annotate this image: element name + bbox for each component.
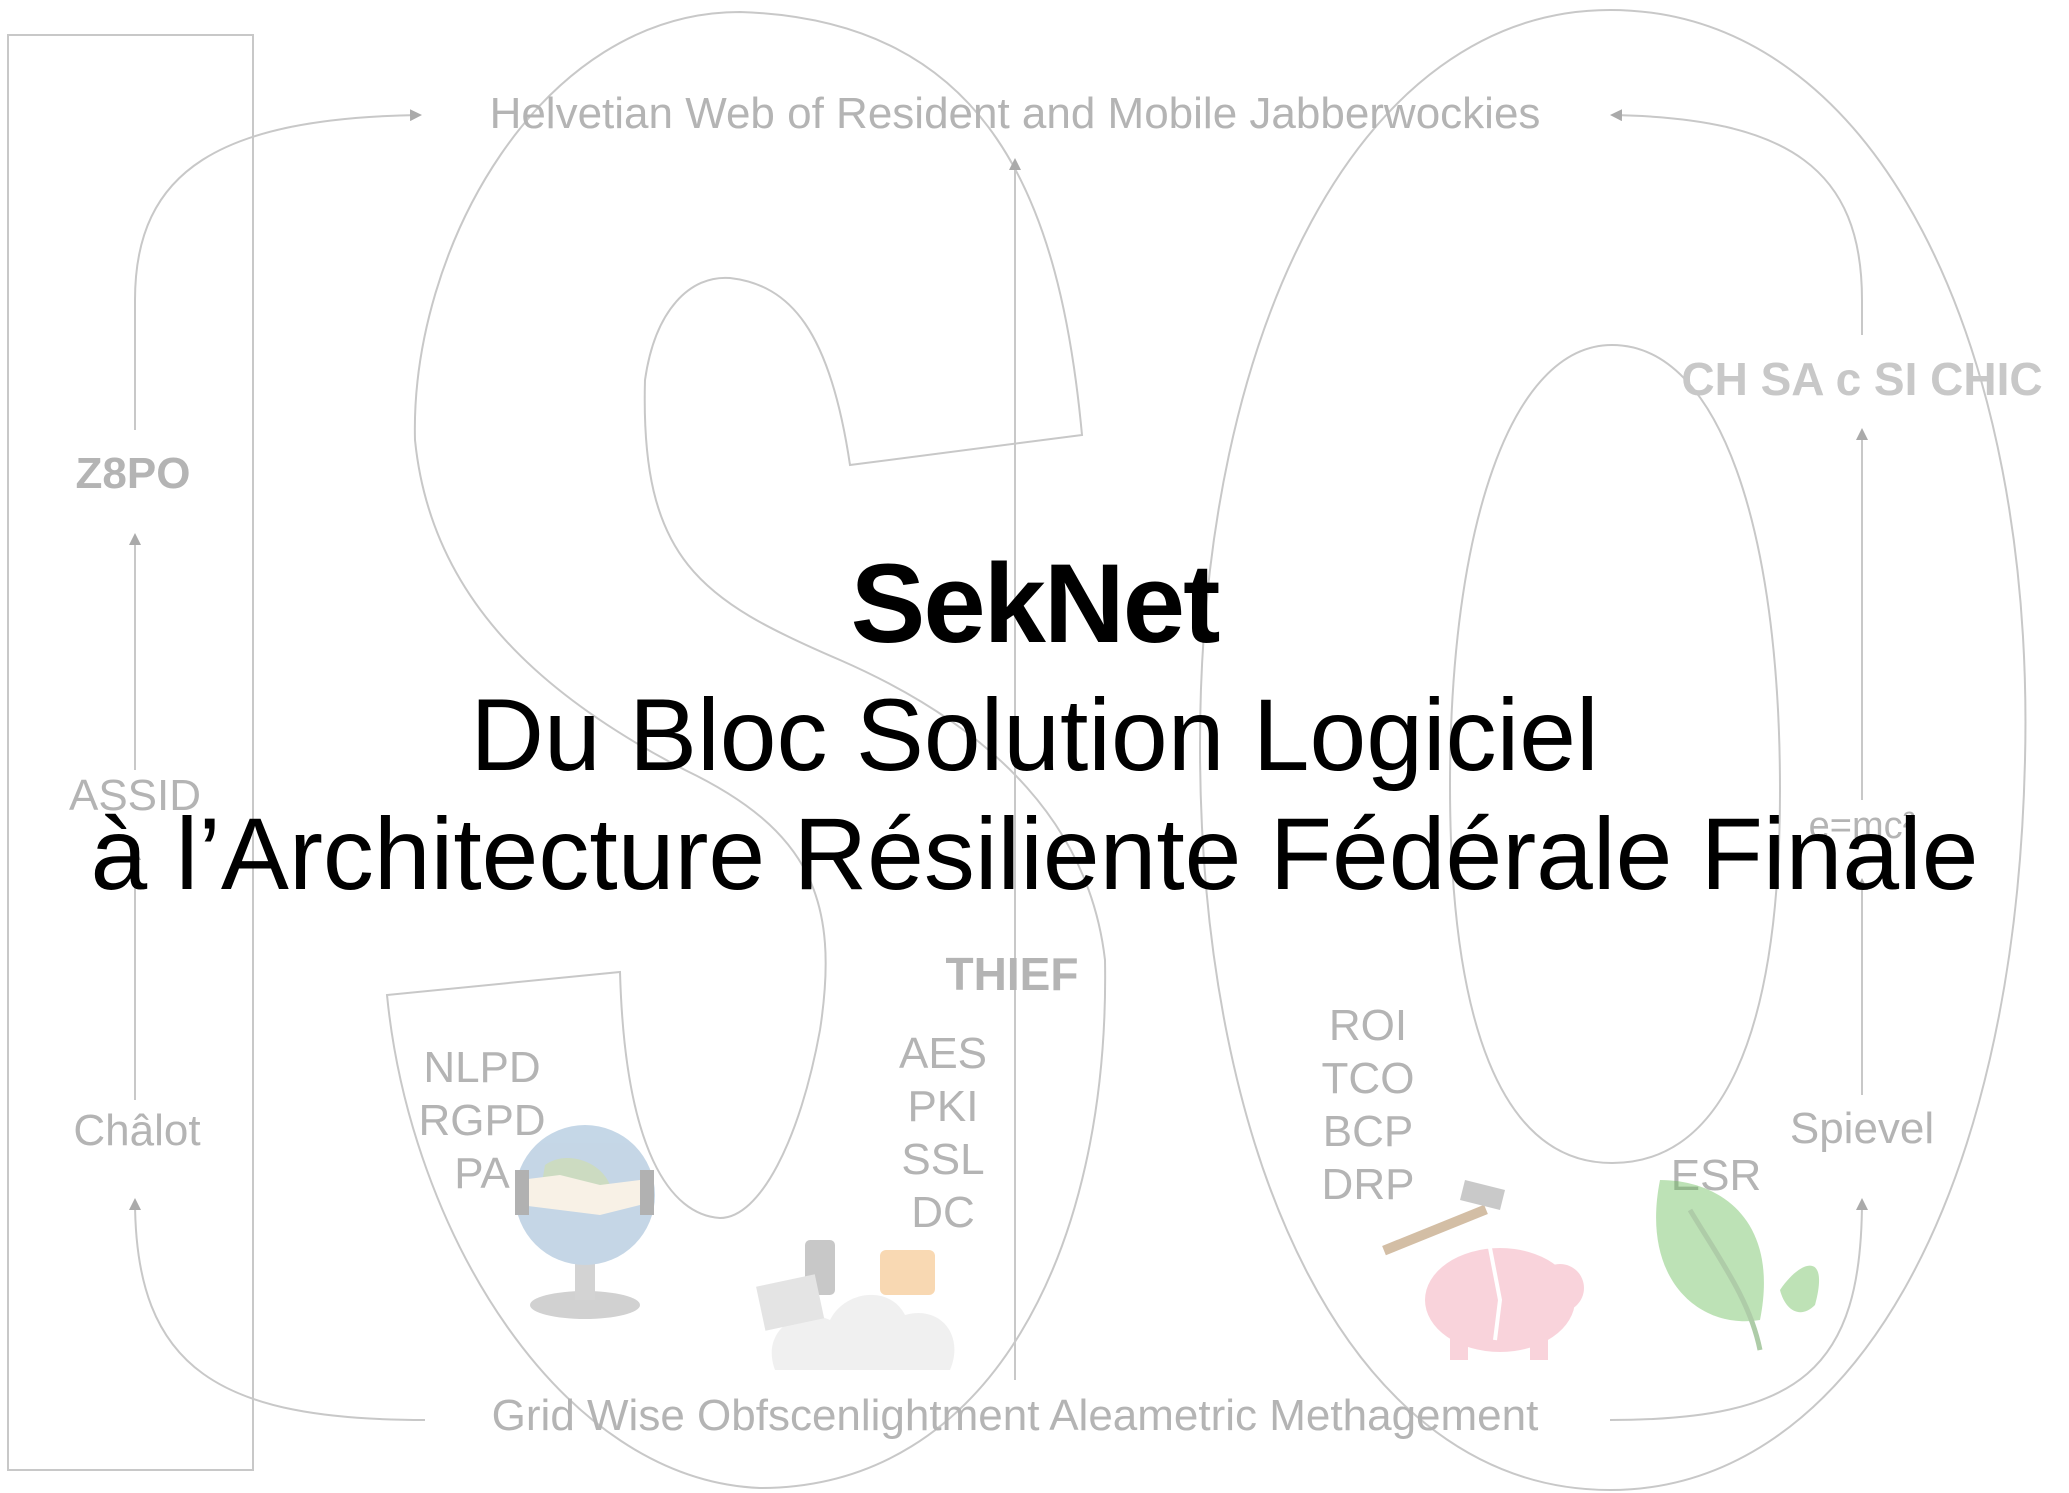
security-item: DC bbox=[911, 1188, 975, 1237]
legal-item: RGPD bbox=[418, 1096, 545, 1145]
bottom-banner: Grid Wise Obfscenlightment Aleametric Me… bbox=[492, 1391, 1539, 1440]
handshake-globe-icon bbox=[515, 1125, 655, 1319]
letter-o-inner bbox=[1448, 343, 1782, 1165]
legal-item: PA bbox=[454, 1149, 510, 1198]
business-item: BCP bbox=[1323, 1107, 1413, 1156]
security-item: PKI bbox=[908, 1082, 979, 1131]
letter-s-outline bbox=[385, 10, 1107, 1490]
label-chalot: Châlot bbox=[73, 1106, 200, 1155]
label-thief-logo: THIEF bbox=[946, 948, 1079, 1000]
letter-o-outer bbox=[1198, 8, 2027, 1492]
label-z8po: Z8PO bbox=[76, 449, 191, 498]
label-assid: ASSID bbox=[69, 771, 201, 820]
label-emc2: e=mc² bbox=[1809, 805, 1916, 847]
label-esr: ESR bbox=[1671, 1151, 1761, 1200]
top-banner: Helvetian Web of Resident and Mobile Jab… bbox=[490, 89, 1541, 138]
leaf-icon bbox=[1656, 1180, 1820, 1351]
hammer-piggybank-icon bbox=[1382, 1180, 1584, 1360]
security-item: SSL bbox=[901, 1135, 984, 1184]
letter-i-outline bbox=[7, 34, 254, 1471]
security-item: AES bbox=[899, 1029, 987, 1078]
arrow-bottom-to-spievel bbox=[1609, 1198, 1868, 1421]
arrow-left-to-top-banner bbox=[134, 109, 422, 430]
business-item: TCO bbox=[1322, 1054, 1415, 1103]
arrow-bottom-to-chalot bbox=[129, 1198, 426, 1421]
business-item: DRP bbox=[1322, 1160, 1415, 1209]
mobile-cloud-icon bbox=[756, 1240, 955, 1370]
label-chsa-logo: CH SA c SI CHIC bbox=[1681, 353, 2042, 405]
business-item: ROI bbox=[1329, 1001, 1407, 1050]
arrow-right-to-top-banner bbox=[1610, 109, 1863, 335]
label-spievel: Spievel bbox=[1790, 1104, 1934, 1153]
legal-item: NLPD bbox=[423, 1043, 540, 1092]
